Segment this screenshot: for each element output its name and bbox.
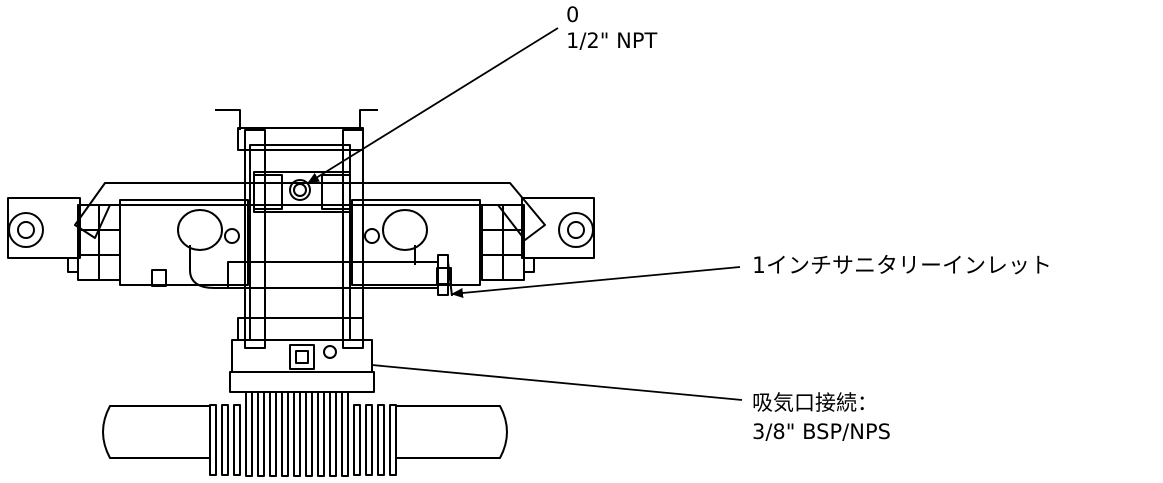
outlet-callout: 0 1/2" NPT xyxy=(566,2,657,55)
right-outer-foot xyxy=(523,257,535,273)
frame-top-bar xyxy=(237,127,364,151)
frame-right-post xyxy=(342,129,364,349)
right-top-handle xyxy=(359,109,378,130)
left-clamp xyxy=(177,209,223,251)
outlet-port-inner xyxy=(293,183,307,197)
left-outer-foot xyxy=(67,257,79,273)
left-diaphragm-housing xyxy=(119,199,249,286)
frame-lower-bar xyxy=(237,317,364,341)
air-inlet-port-inner xyxy=(295,350,309,364)
air-inlet-callout-line2: 3/8" BSP/NPS xyxy=(752,420,891,445)
left-wheel-hub xyxy=(17,221,35,239)
right-foot xyxy=(436,267,452,285)
left-inlet-elbow xyxy=(189,245,230,289)
outlet-callout-line2: 1/2" NPT xyxy=(566,29,658,54)
outlet-leader-line xyxy=(307,27,559,184)
air-inlet-port xyxy=(289,344,315,370)
right-clamp-knob xyxy=(364,228,380,244)
right-wheel-housing xyxy=(521,197,595,259)
air-inlet-callout: 吸気口接続： 3/8" BSP/NPS xyxy=(752,389,891,448)
right-diaphragm-housing xyxy=(351,199,481,286)
left-top-handle xyxy=(215,109,241,130)
frame-left-post xyxy=(244,129,266,349)
right-wheel-hub xyxy=(567,221,585,239)
left-clamp-knob xyxy=(224,228,240,244)
muffler-fins xyxy=(209,391,397,477)
callout-lines xyxy=(307,27,743,401)
left-wheel-housing xyxy=(7,197,81,259)
sanitary-inlet-flange xyxy=(437,254,449,296)
right-muffler xyxy=(396,405,508,459)
left-muffler xyxy=(102,405,210,459)
left-foot xyxy=(151,269,167,287)
left-wheel xyxy=(8,212,44,248)
air-inlet-leader-line xyxy=(371,364,743,401)
outlet-callout-line1: 0 xyxy=(566,3,580,27)
outlet-port xyxy=(289,179,311,201)
inlet-callout: 1インチサニタリーインレット xyxy=(752,254,1052,279)
outlet-fitting-right xyxy=(321,174,351,210)
inlet-leader-line xyxy=(451,266,741,298)
outlet-fitting-left xyxy=(253,174,283,210)
right-clamp xyxy=(382,209,428,251)
muffler-housing xyxy=(229,371,375,393)
air-inlet-callout-line1: 吸気口接続： xyxy=(752,391,878,415)
pump-drawing xyxy=(7,109,595,477)
right-wheel xyxy=(558,212,594,248)
